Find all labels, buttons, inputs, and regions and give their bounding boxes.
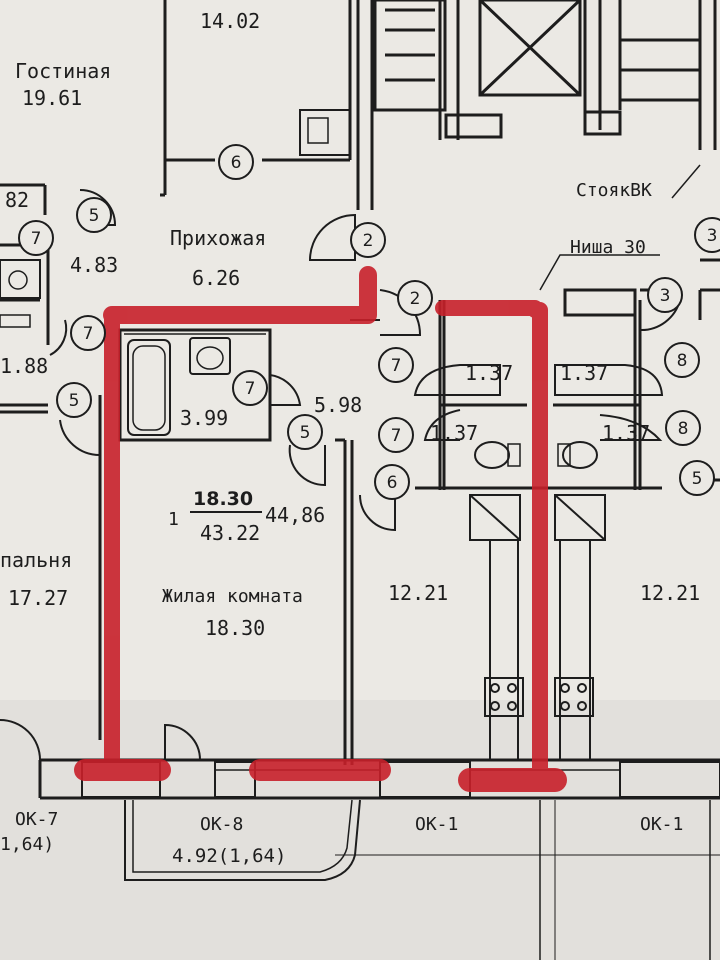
area-188-label: 1.88 <box>0 354 48 378</box>
door-marker: 6 <box>374 464 410 500</box>
fixtures <box>0 109 701 717</box>
svg-text:3: 3 <box>707 226 718 246</box>
closet-1-area: 1.37 <box>465 361 513 385</box>
svg-text:2: 2 <box>410 289 421 309</box>
svg-text:6: 6 <box>231 153 242 173</box>
door-marker: 3 <box>694 217 720 253</box>
door-marker: 8 <box>664 342 700 378</box>
room-right-area: 12.21 <box>640 581 700 605</box>
window-ok8-label: ОК-8 <box>200 814 243 835</box>
svg-text:5: 5 <box>89 206 100 226</box>
svg-text:8: 8 <box>677 351 688 371</box>
door-marker: 7 <box>232 370 268 406</box>
svg-text:3: 3 <box>660 286 671 306</box>
svg-text:8: 8 <box>678 419 689 439</box>
apartment-area-with-balcony: 44,86 <box>265 503 325 527</box>
window-ok1-b-label: ОК-1 <box>640 814 683 835</box>
niche-label: Ниша 30 <box>570 237 646 258</box>
closet-2-area: 1.37 <box>560 361 608 385</box>
living-room-area: 19.61 <box>22 86 82 110</box>
svg-text:7: 7 <box>83 324 94 344</box>
main-room-name: Жилая комната <box>162 586 303 607</box>
toilet-icon <box>474 441 510 469</box>
toilet-icon <box>562 441 598 469</box>
bath-area: 3.99 <box>180 406 228 430</box>
door-marker: 7 <box>70 315 106 351</box>
hall-name: Прихожая <box>170 226 266 250</box>
vent-grille-icon <box>554 677 594 717</box>
area-top-label: 14.02 <box>200 9 260 33</box>
balcony-area: 4.92(1,64) <box>172 845 286 867</box>
room-mid-area: 12.21 <box>388 581 448 605</box>
door-marker: 3 <box>647 277 683 313</box>
main-room-area: 18.30 <box>205 616 265 640</box>
door-swings <box>0 189 681 761</box>
door-marker: 8 <box>665 410 701 446</box>
door-marker: 5 <box>679 460 715 496</box>
wc-1-area: 1.37 <box>430 421 478 445</box>
vent-grille-icon <box>484 677 524 717</box>
area-small-top-left: 82 <box>5 188 29 212</box>
svg-text:7: 7 <box>31 229 42 249</box>
door-marker: 5 <box>56 382 92 418</box>
bathtub-icon <box>127 339 171 436</box>
window-ok7-sub: 1,64) <box>0 834 54 855</box>
apartment-number: 1 <box>168 509 179 530</box>
bedroom-area: 17.27 <box>8 586 68 610</box>
door-marker: 2 <box>397 280 433 316</box>
door-marker: 5 <box>287 414 323 450</box>
area-483-label: 4.83 <box>70 253 118 277</box>
door-marker: 6 <box>218 144 254 180</box>
apartment-living-handwritten: 18.30 <box>193 488 253 510</box>
hall-area: 6.26 <box>192 266 240 290</box>
svg-text:7: 7 <box>245 379 256 399</box>
door-marker: 5 <box>76 197 112 233</box>
sink-icon <box>189 337 231 375</box>
apartment-total-area: 43.22 <box>200 521 260 545</box>
wc-2-area: 1.37 <box>602 421 650 445</box>
bedroom-name: пальня <box>0 548 72 572</box>
svg-text:5: 5 <box>692 469 703 489</box>
highlight-marker <box>74 266 567 792</box>
living-room-name: Гостиная <box>15 59 111 83</box>
riser-label: СтоякВК <box>576 180 652 201</box>
door-marker: 7 <box>378 347 414 383</box>
svg-text:7: 7 <box>391 356 402 376</box>
svg-text:5: 5 <box>69 391 80 411</box>
door-marker: 7 <box>378 417 414 453</box>
door-markers: 6 2 2 3 3 5 7 7 5 7 7 5 7 8 8 6 5 <box>18 144 720 500</box>
window-ok7-label: ОК-7 <box>15 809 58 830</box>
svg-text:2: 2 <box>363 231 374 251</box>
window-ok1-a-label: ОК-1 <box>415 814 458 835</box>
svg-text:5: 5 <box>300 423 311 443</box>
door-marker: 7 <box>18 220 54 256</box>
room-labels: 14.02 Гостиная 19.61 82 4.83 1.88 Прихож… <box>0 9 700 867</box>
door-marker: 2 <box>350 222 386 258</box>
corridor-area: 5.98 <box>314 393 362 417</box>
svg-text:6: 6 <box>387 473 398 493</box>
svg-text:7: 7 <box>391 426 402 446</box>
